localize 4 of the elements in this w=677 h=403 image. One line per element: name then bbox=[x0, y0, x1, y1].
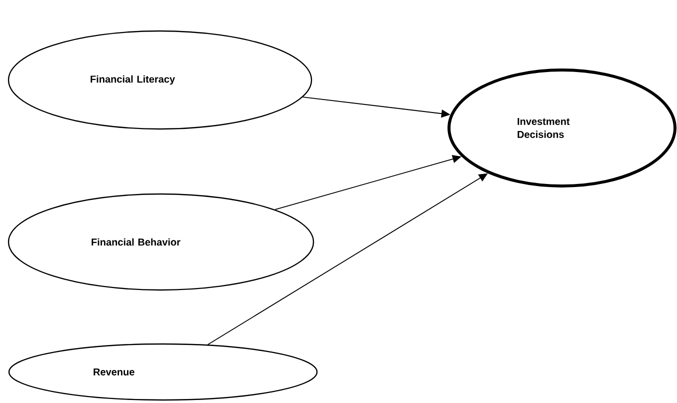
ellipse-node: Financial Literacy bbox=[8, 30, 312, 130]
ellipse-node: Financial Behavior bbox=[8, 193, 314, 291]
ellipse-node: Revenue bbox=[8, 343, 318, 401]
ellipse-node: Investment Decisions bbox=[448, 68, 676, 188]
